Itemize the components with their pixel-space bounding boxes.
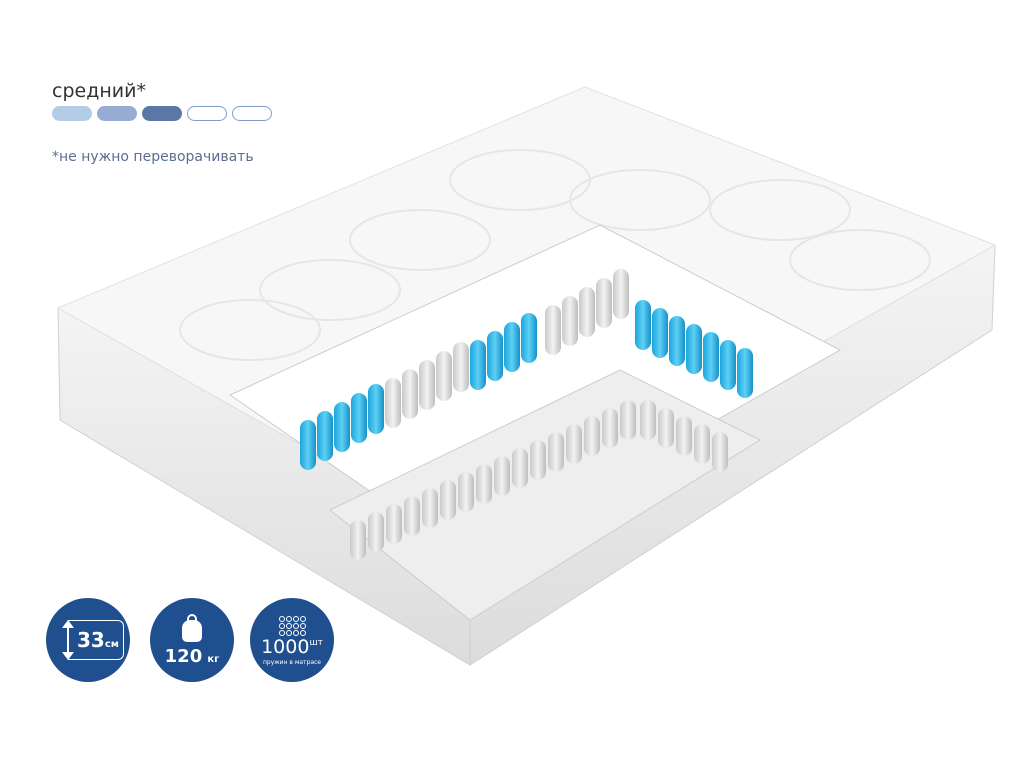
spring [712,432,728,472]
spring [402,369,418,419]
load-value: 120 [164,646,203,667]
spring [494,456,510,496]
spring [548,432,564,472]
spring [300,420,316,470]
springs-caption: пружин в матрасе [262,658,322,666]
springs-value: 1000 [261,635,310,658]
spring [470,340,486,390]
spring-ring-icon [278,622,285,629]
spring [453,342,469,392]
spring [676,416,692,456]
spring [422,488,438,528]
spring-ring-icon [292,629,299,636]
spring [584,416,600,456]
spring [658,408,674,448]
spring [686,324,702,374]
spring-ring-icon [299,615,306,622]
spring [351,393,367,443]
firmness-scale [52,106,272,121]
spring [694,424,710,464]
spring [440,480,456,520]
spring [596,278,612,328]
spring [562,296,578,346]
spring-ring-icon [285,615,292,622]
height-unit: см [104,639,119,650]
spring [737,348,753,398]
spring [368,512,384,552]
spring [602,408,618,448]
spring [640,400,656,440]
firmness-segment [232,106,272,121]
firmness-segment [97,106,137,121]
spring-ring-icon [292,615,299,622]
spring [566,424,582,464]
load-badge: 120 кг [150,598,234,682]
firmness-note: *не нужно переворачивать [52,149,254,165]
spring [419,360,435,410]
spring-ring-icon [285,622,292,629]
spring [386,504,402,544]
spring-ring-icon [292,622,299,629]
load-unit: кг [207,654,220,665]
quilting-pattern [179,149,931,361]
spring [487,331,503,381]
firmness-segment [142,106,182,121]
spring [669,316,685,366]
spring [350,520,366,560]
spring-ring-icon [278,615,285,622]
kettlebell-icon [182,614,202,642]
spring [385,378,401,428]
spring [317,411,333,461]
spring-ring-icon [299,622,306,629]
spring [404,496,420,536]
height-arrow-icon [62,620,74,660]
firmness-label: средний* [52,80,146,102]
spring-ring-icon [278,629,285,636]
spring [620,400,636,440]
spring [635,300,651,350]
height-frame [68,620,124,660]
spring [530,440,546,480]
springs-unit: шт [309,637,323,648]
springs-badge: 1000шт пружин в матрасе [250,598,334,682]
spring [613,269,629,319]
spring [521,313,537,363]
firmness-segment [187,106,227,121]
height-value: 33 [77,628,105,652]
firmness-segment [52,106,92,121]
spring [436,351,452,401]
spring-ring-icon [285,629,292,636]
spring [579,287,595,337]
spring [476,464,492,504]
spring [720,340,736,390]
spring-rows [300,269,753,560]
spring [545,305,561,355]
springs-icon [278,615,306,636]
spring [334,402,350,452]
spring [512,448,528,488]
spring-ring-icon [299,629,306,636]
spring [703,332,719,382]
spring [458,472,474,512]
spring [368,384,384,434]
spring [504,322,520,372]
height-badge: 33см [46,598,130,682]
spring [652,308,668,358]
